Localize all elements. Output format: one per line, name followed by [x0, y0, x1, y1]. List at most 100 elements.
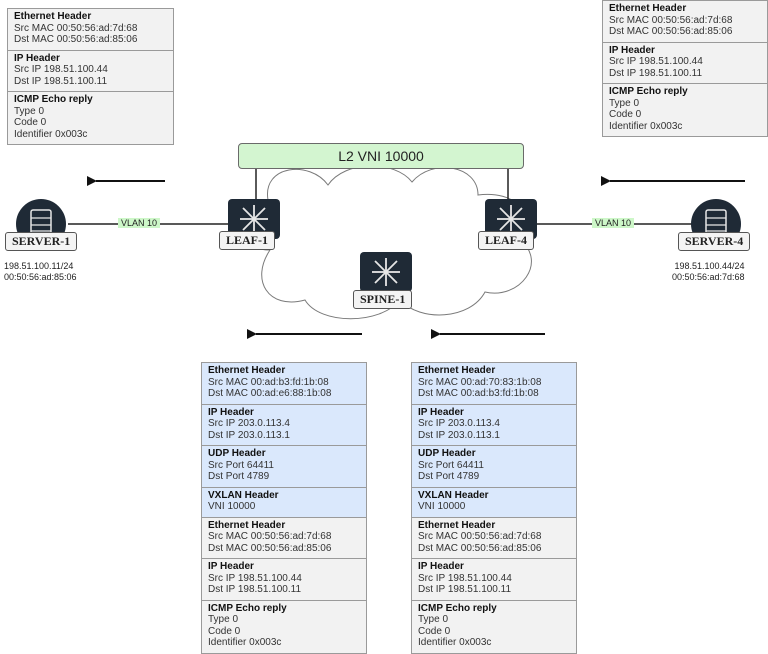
- header-field: Dst IP 198.51.100.11: [14, 75, 108, 87]
- header-field: Dst MAC 00:ad:e6:88:1b:08: [208, 388, 332, 399]
- header-field: Dst IP 198.51.100.11: [208, 584, 302, 595]
- header-field: Dst Port 4789: [208, 471, 270, 482]
- vlan-tag-left: VLAN 10: [118, 218, 161, 228]
- leaf4-label: LEAF-4: [478, 231, 534, 250]
- header-field: Code 0: [609, 109, 642, 120]
- header-title: IP Header: [208, 406, 254, 418]
- header-field: Src IP 198.51.100.44: [418, 572, 512, 584]
- header-field: Type 0: [418, 614, 449, 625]
- header-field: Code 0: [208, 625, 241, 637]
- vni-label: L2 VNI 10000: [338, 148, 424, 164]
- header-field: Src IP 203.0.113.4: [208, 418, 290, 429]
- server4-label: SERVER-4: [678, 232, 751, 251]
- header-title: IP Header: [14, 52, 60, 64]
- server4-ip: 198.51.100.44/24: [674, 261, 745, 271]
- header-field: Src MAC 00:50:56:ad:7d:68: [609, 14, 733, 26]
- header-field: Dst Port 4789: [418, 471, 480, 482]
- server1-label: SERVER-1: [5, 232, 78, 251]
- header-title: ICMP Echo reply: [14, 94, 93, 105]
- header-field: Src IP 198.51.100.44: [14, 64, 108, 75]
- header-field: Dst IP 203.0.113.1: [418, 429, 500, 441]
- header-field: Type 0: [14, 105, 45, 117]
- header-title: Ethernet Header: [418, 519, 496, 531]
- switch-icon: [485, 199, 537, 239]
- header-title: VXLAN Header: [208, 489, 279, 501]
- header-field: Src Port 64411: [208, 459, 274, 471]
- switch-icon: [360, 252, 412, 292]
- header-field: Code 0: [14, 117, 47, 128]
- header-title: ICMP Echo reply: [609, 86, 688, 97]
- header-field: Src Port 64411: [418, 459, 484, 471]
- header-field: Dst IP 203.0.113.1: [208, 429, 290, 441]
- vlan-tag-right: VLAN 10: [592, 218, 635, 228]
- header-field: Identifier 0x003c: [609, 120, 683, 132]
- header-field: VNI 10000: [418, 501, 466, 512]
- server1-address: 198.51.100.11/24 00:50:56:ad:85:06: [4, 261, 77, 283]
- header-title: Ethernet Header: [14, 11, 92, 22]
- server4-mac: 00:50:56:ad:7d:68: [672, 272, 745, 282]
- server1-ip: 198.51.100.11/24: [4, 261, 74, 271]
- switch-icon: [228, 199, 280, 239]
- header-field: Dst IP 198.51.100.11: [418, 584, 512, 595]
- server4-address: 198.51.100.44/24 00:50:56:ad:7d:68: [672, 261, 745, 283]
- header-field: Src IP 203.0.113.4: [418, 418, 500, 429]
- header-title: Ethernet Header: [208, 365, 286, 376]
- header-field: Identifier 0x003c: [418, 637, 492, 648]
- header-field: Dst MAC 00:50:56:ad:85:06: [609, 26, 733, 37]
- header-field: Src MAC 00:ad:b3:fd:1b:08: [208, 376, 329, 388]
- header-title: UDP Header: [418, 448, 476, 459]
- spine1-label: SPINE-1: [353, 290, 413, 309]
- header-title: Ethernet Header: [208, 519, 286, 531]
- header-field: Src MAC 00:ad:70:83:1b:08: [418, 376, 542, 388]
- server1-mac: 00:50:56:ad:85:06: [4, 272, 77, 282]
- header-field: Src MAC 00:50:56:ad:7d:68: [14, 22, 138, 34]
- header-field: Src IP 198.51.100.44: [208, 572, 302, 584]
- header-field: Dst IP 198.51.100.11: [609, 67, 703, 79]
- header-title: IP Header: [418, 406, 464, 418]
- header-field: Code 0: [418, 625, 451, 637]
- header-field: Type 0: [609, 97, 640, 109]
- header-field: Type 0: [208, 614, 239, 625]
- header-title: IP Header: [418, 561, 464, 572]
- header-title: ICMP Echo reply: [418, 602, 497, 614]
- header-field: Src IP 198.51.100.44: [609, 56, 703, 67]
- leaf1-label: LEAF-1: [219, 231, 275, 250]
- l2-vni-bar: L2 VNI 10000: [238, 143, 524, 169]
- header-field: VNI 10000: [208, 501, 256, 512]
- header-field: Src MAC 00:50:56:ad:7d:68: [418, 531, 542, 542]
- header-title: UDP Header: [208, 448, 266, 459]
- header-field: Identifier 0x003c: [14, 128, 88, 140]
- header-title: VXLAN Header: [418, 489, 489, 501]
- header-field: Dst MAC 00:50:56:ad:85:06: [14, 34, 138, 45]
- header-title: Ethernet Header: [609, 3, 687, 14]
- header-field: Dst MAC 00:50:56:ad:85:06: [208, 542, 332, 554]
- header-title: Ethernet Header: [418, 365, 496, 376]
- header-title: IP Header: [208, 561, 254, 572]
- header-field: Src MAC 00:50:56:ad:7d:68: [208, 531, 332, 542]
- header-title: IP Header: [609, 44, 655, 56]
- header-field: Identifier 0x003c: [208, 637, 282, 648]
